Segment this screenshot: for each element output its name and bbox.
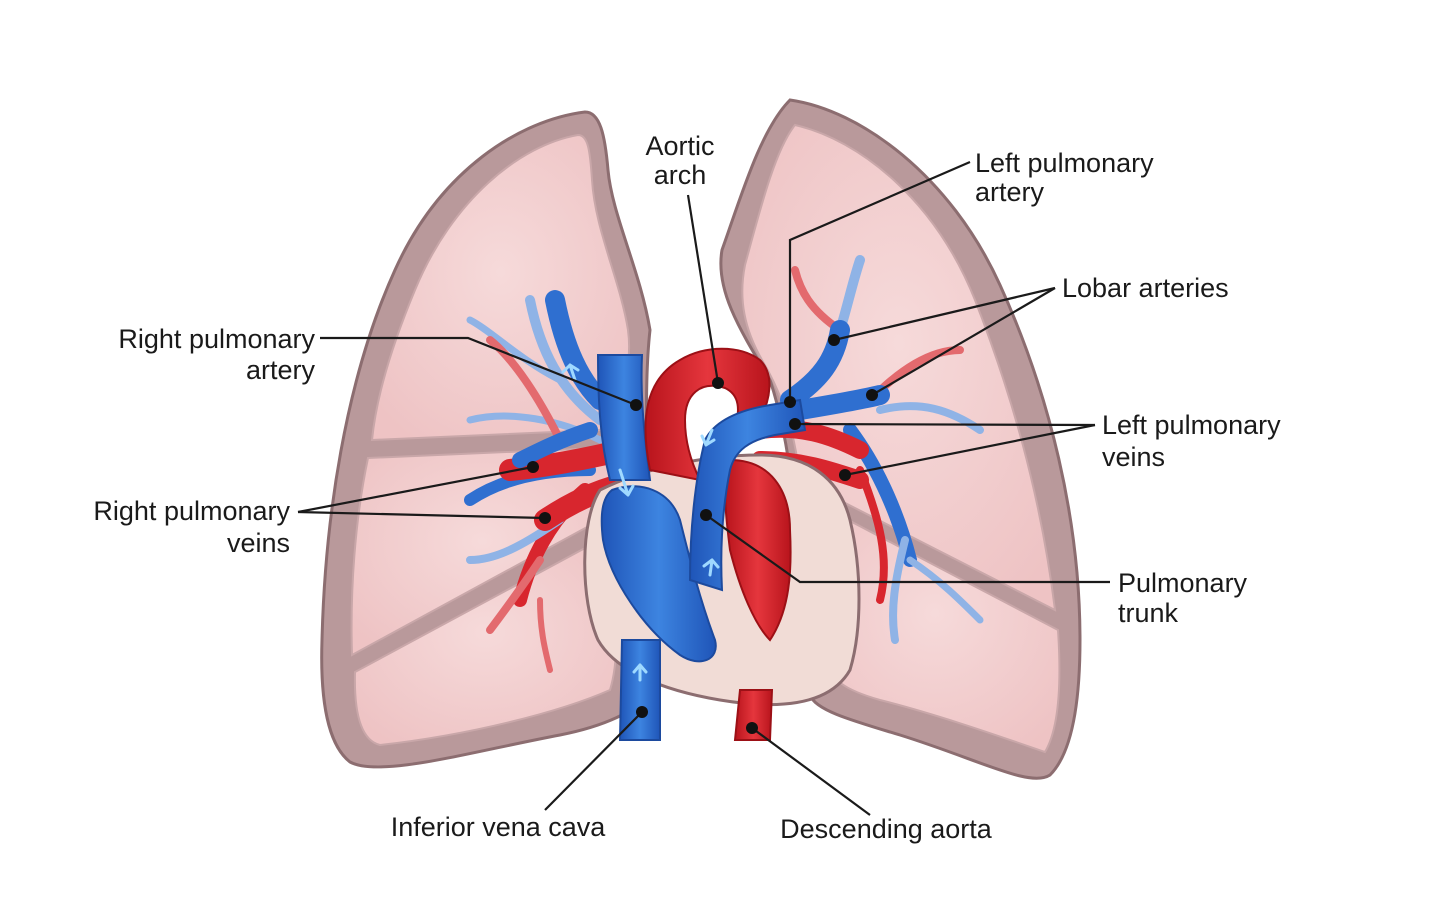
- label-left-pulmonary-artery-line2: artery: [975, 177, 1045, 207]
- label-pulmonary-trunk-line2: trunk: [1118, 598, 1179, 628]
- label-lobar-arteries: Lobar arteries: [1062, 273, 1229, 303]
- label-right-pulmonary-veins-line1: Right pulmonary: [93, 496, 290, 526]
- superior-vena-cava: [598, 355, 650, 480]
- label-pulmonary-trunk-line1: Pulmonary: [1118, 568, 1248, 598]
- label-inferior-vena-cava: Inferior vena cava: [391, 812, 607, 842]
- label-aortic-arch-line2: arch: [654, 160, 707, 190]
- label-right-pulmonary-artery-line2: artery: [246, 355, 316, 385]
- label-left-pulmonary-veins-line2: veins: [1102, 442, 1165, 472]
- label-descending-aorta: Descending aorta: [780, 814, 993, 844]
- label-right-pulmonary-veins-line2: veins: [227, 528, 290, 558]
- inferior-vena-cava-vessel: [620, 640, 660, 740]
- label-aortic-arch-line1: Aortic: [645, 131, 714, 161]
- label-right-pulmonary-artery-line1: Right pulmonary: [118, 324, 315, 354]
- label-left-pulmonary-veins-line1: Left pulmonary: [1102, 410, 1281, 440]
- label-left-pulmonary-artery-line1: Left pulmonary: [975, 148, 1154, 178]
